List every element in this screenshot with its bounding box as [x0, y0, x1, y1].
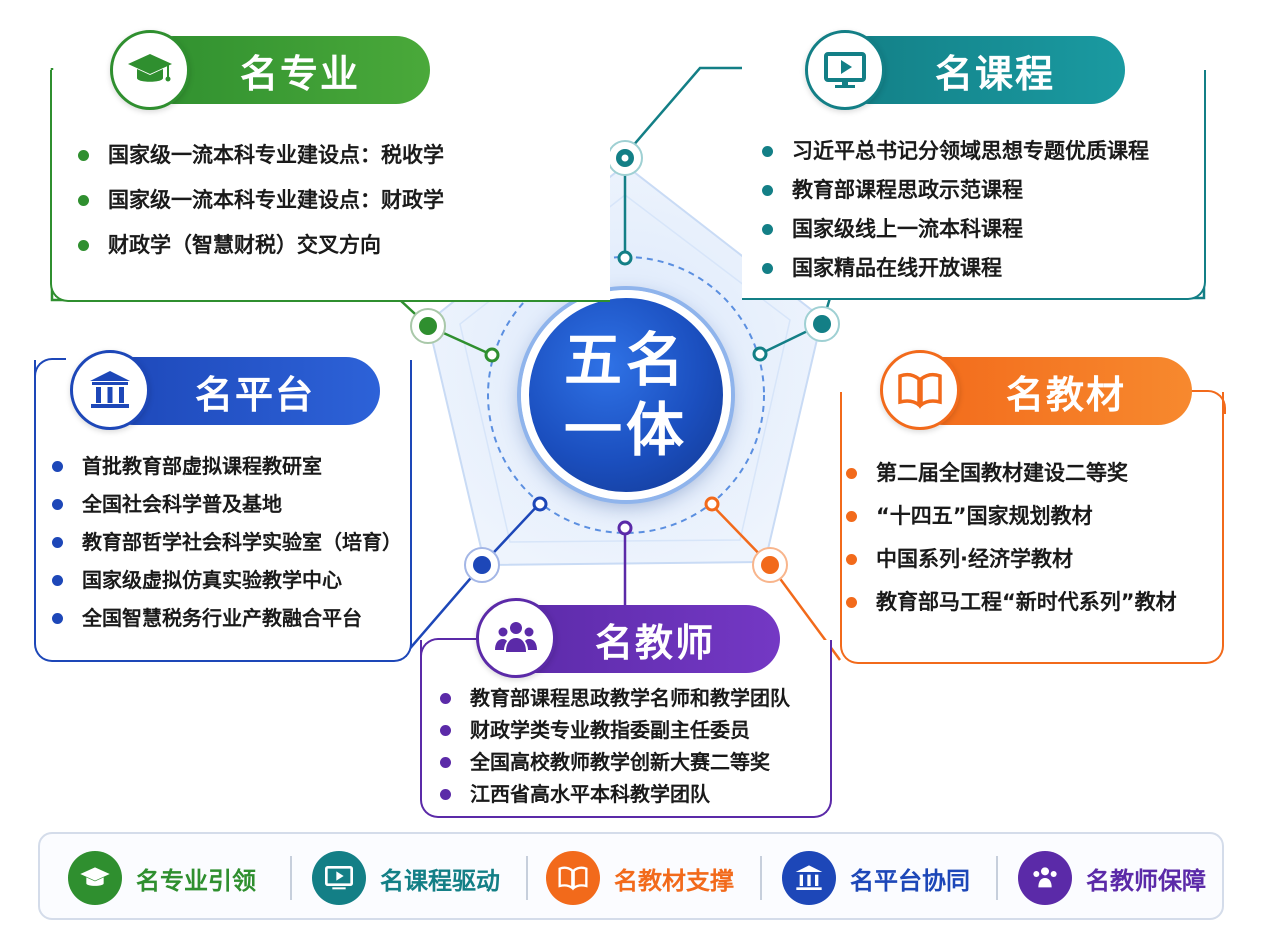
major-title: 名专业 [140, 36, 430, 104]
open-book-icon [546, 851, 600, 905]
node-course-right [752, 306, 840, 362]
people-group-icon [1018, 851, 1072, 905]
list-item: 中国系列·经济学教材 [846, 544, 1177, 574]
node-major [410, 308, 500, 363]
institution-icon [70, 350, 150, 430]
list-item: 首批教育部虚拟课程教研室 [52, 452, 402, 480]
monitor-play-icon [312, 851, 366, 905]
list-item: 教育部课程思政示范课程 [762, 176, 1149, 204]
list-item: 财政学（智慧财税）交叉方向 [78, 230, 444, 260]
panel-textbook [840, 392, 1224, 664]
list-item: 教育部哲学社会科学实验室（培育） [52, 528, 402, 556]
graduation-cap-icon [68, 851, 122, 905]
list-item: 国家精品在线开放课程 [762, 254, 1149, 282]
node-textbook [704, 496, 788, 583]
footer-label: 名教材支撑 [614, 866, 734, 895]
list-item: 江西省高水平本科教学团队 [440, 780, 790, 808]
center-title-line1: 五名 [563, 326, 688, 394]
footer-divider [996, 856, 998, 900]
course-list: 习近平总书记分领域思想专题优质课程 教育部课程思政示范课程 国家级线上一流本科课… [762, 137, 1149, 282]
platform-title: 名平台 [100, 357, 380, 425]
textbook-border-top [1190, 390, 1226, 414]
list-item: 国家级线上一流本科课程 [762, 215, 1149, 243]
institution-icon [782, 851, 836, 905]
list-item: 国家级一流本科专业建设点：税收学 [78, 140, 444, 170]
list-item: 国家级一流本科专业建设点：财政学 [78, 185, 444, 215]
footer-divider [290, 856, 292, 900]
footer-label: 名课程驱动 [380, 866, 500, 895]
list-item: 习近平总书记分领域思想专题优质课程 [762, 137, 1149, 165]
monitor-play-icon [805, 30, 885, 110]
textbook-title: 名教材 [910, 357, 1192, 425]
center-circle: 五名 一体 [521, 290, 731, 500]
footer-label: 名平台协同 [850, 866, 970, 895]
node-teacher [617, 520, 633, 536]
list-item: 教育部马工程“新时代系列”教材 [846, 587, 1177, 617]
major-list: 国家级一流本科专业建设点：税收学 国家级一流本科专业建设点：财政学 财政学（智慧… [78, 140, 444, 260]
node-platform [464, 496, 548, 583]
list-item: 全国智慧税务行业产教融合平台 [52, 604, 402, 632]
list-item: 财政学类专业教指委副主任委员 [440, 716, 790, 744]
footer-item-textbook: 名教材支撑 [546, 850, 734, 906]
list-item: 全国社会科学普及基地 [52, 490, 402, 518]
footer-bar: 名专业引领 名课程驱动 名教材支撑 名平台协同 名教师保障 [38, 832, 1224, 920]
panel-course [742, 70, 1206, 300]
open-book-icon [880, 350, 960, 430]
graduation-cap-icon [110, 30, 190, 110]
footer-item-major: 名专业引领 [68, 850, 256, 906]
people-group-icon [476, 598, 556, 678]
textbook-list: 第二届全国教材建设二等奖 “十四五”国家规划教材 中国系列·经济学教材 教育部马… [846, 458, 1177, 617]
list-item: 第二届全国教材建设二等奖 [846, 458, 1177, 488]
list-item: “十四五”国家规划教材 [846, 501, 1177, 531]
course-connector [623, 66, 742, 258]
footer-divider [526, 856, 528, 900]
platform-border-top-left [34, 358, 66, 380]
center-title-line2: 一体 [563, 396, 688, 464]
platform-list: 首批教育部虚拟课程教研室 全国社会科学普及基地 教育部哲学社会科学实验室（培育）… [52, 452, 402, 632]
teacher-border-top-left [420, 638, 482, 662]
list-item: 国家级虚拟仿真实验教学中心 [52, 566, 402, 594]
footer-label: 名专业引领 [136, 866, 256, 895]
teacher-list: 教育部课程思政教学名师和教学团队 财政学类专业教指委副主任委员 全国高校教师教学… [440, 684, 790, 808]
footer-label: 名教师保障 [1086, 866, 1206, 895]
list-item: 全国高校教师教学创新大赛二等奖 [440, 748, 790, 776]
footer-item-platform: 名平台协同 [782, 850, 970, 906]
list-item: 教育部课程思政教学名师和教学团队 [440, 684, 790, 712]
footer-divider [760, 856, 762, 900]
footer-item-teacher: 名教师保障 [1018, 850, 1206, 906]
footer-item-course: 名课程驱动 [312, 850, 500, 906]
